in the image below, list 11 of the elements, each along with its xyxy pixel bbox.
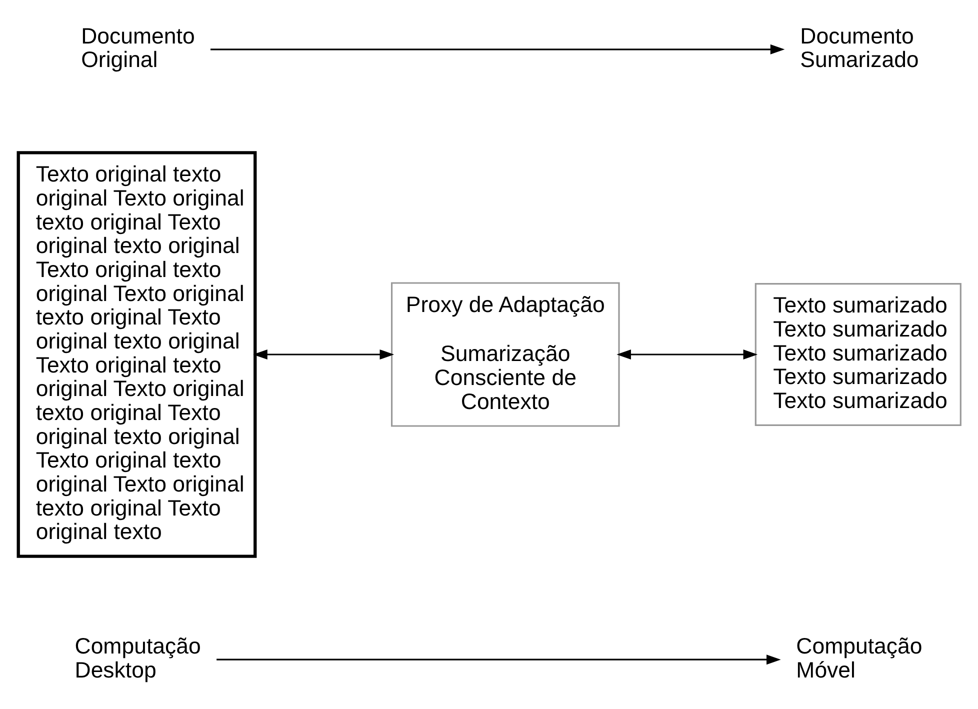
arrow [616, 349, 758, 360]
node-text: Computação Móvel [796, 634, 922, 682]
node-box: Texto sumarizado Texto sumarizado Texto sumarizado Texto sumarizado Texto sumarizado [754, 283, 961, 426]
arrow [252, 349, 394, 360]
node-box: Texto original texto original Texto original texto original Texto original texto original Texto original texto original Texto original texto original Texto original texto original Texto original texto original Texto original texto original Texto original texto original Texto original texto original Texto original texto original Texto original texto [16, 151, 256, 558]
arrow [210, 44, 784, 54]
arrow [216, 654, 780, 665]
node-text: Documento Original [80, 23, 194, 72]
node-text: Documento Sumarizado [800, 23, 918, 72]
node-box: Proxy de Adaptação Sumarização Consciente de Contexto [390, 282, 620, 427]
node-text: Computação Desktop [74, 634, 200, 682]
